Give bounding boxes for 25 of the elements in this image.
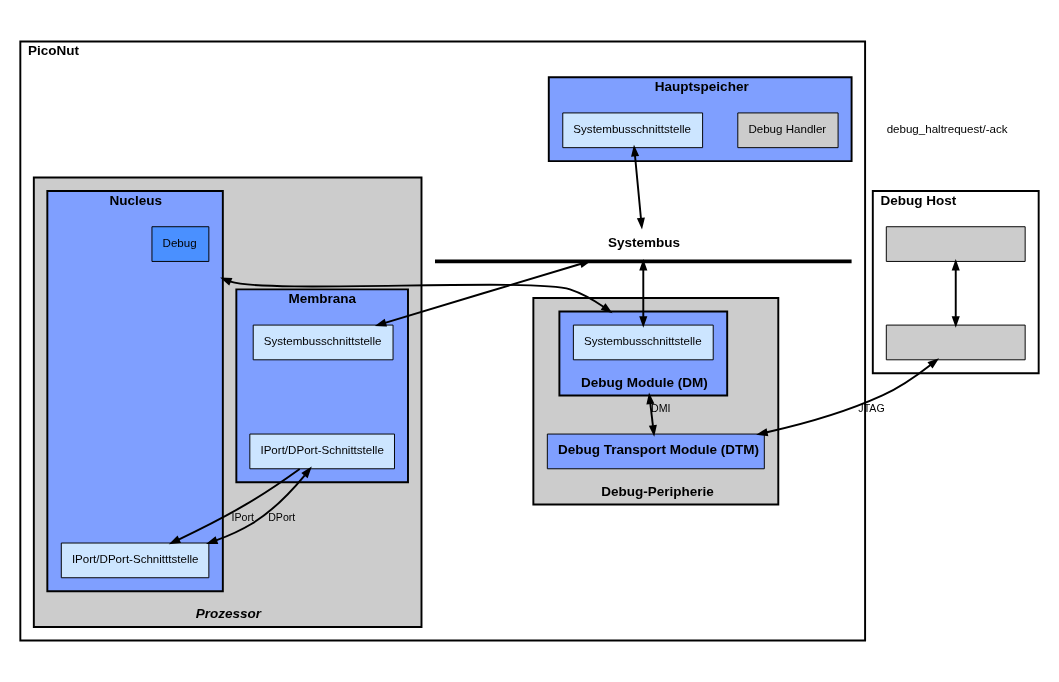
node-box: Debug Transport Module (DTM): [546, 433, 765, 470]
arrow: [631, 144, 645, 230]
node-box: Systembusschnittstelle: [572, 324, 714, 361]
arrow: [168, 468, 301, 545]
node-box: Debug Handler: [737, 112, 839, 149]
node-text: Systembus: [608, 234, 681, 250]
arrow: [951, 258, 960, 328]
node-box: Debug: [151, 226, 210, 262]
arrow: [220, 277, 613, 314]
arrow: [756, 358, 940, 437]
label: debug_haltrequest/-ack: [886, 123, 1008, 136]
node-box: [885, 324, 1026, 361]
edge-label: DMI: [651, 401, 671, 414]
node-box: Systembusschnittstelle: [252, 324, 394, 361]
edge-label: DPort: [268, 510, 296, 523]
arrow: [639, 258, 648, 328]
arrow: [205, 466, 312, 544]
arrow: [646, 392, 657, 437]
arrow: [374, 260, 592, 327]
cluster: Debug Host: [871, 190, 1040, 375]
node-box: [885, 226, 1026, 262]
node-box: IPort/DPort-Schnittstelle: [249, 433, 395, 470]
node-box: IPort/DPort-Schnitttstelle: [60, 542, 210, 579]
node-box: Systembusschnittstelle: [562, 112, 704, 149]
edge-label: IPort: [231, 510, 254, 523]
